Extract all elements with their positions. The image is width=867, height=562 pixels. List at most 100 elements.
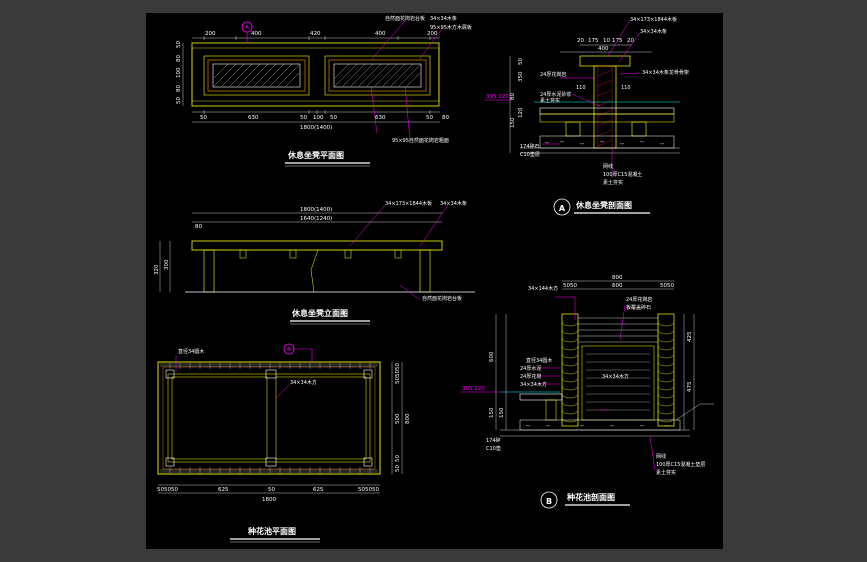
bench-elevation-view: 1800(1400) 1640(1240) 80 320 300 34×173×…: [154, 200, 475, 325]
bench-plan-left-5: 50: [176, 97, 182, 104]
planter-section-right-1: 425: [687, 331, 693, 342]
planter-section-title: 种花池剖面图: [566, 492, 615, 502]
bench-section-title: 休息坐凳剖面图: [575, 200, 632, 210]
bench-section-note-3: 24厚花岗岩: [540, 71, 566, 78]
planter-section-left-3: 150: [499, 407, 505, 418]
bench-plan-bottom-2: 630: [248, 115, 259, 121]
bench-plan-marker-label: A: [245, 25, 249, 31]
bench-elevation-note-1: 34×173×1844木板: [385, 200, 432, 207]
bench-section-side-5: 150: [510, 117, 516, 128]
bench-section-note-11: 网线: [603, 163, 613, 170]
planter-section-note-7: 34×34木方: [520, 381, 547, 388]
bench-section-note-7: 24厚水泥砂浆: [540, 91, 571, 98]
planter-plan-bottom-7: 50: [358, 487, 365, 493]
bench-elevation-left-2: 320: [154, 264, 160, 275]
planter-section-note-11: 网线: [656, 453, 666, 460]
bench-elevation-title: 休息坐凳立面图: [291, 308, 348, 318]
bench-section-view: 20 175 10 175 20 400 50 350 80 120 150 3…: [484, 16, 689, 216]
planter-plan-right-2: 50: [395, 370, 401, 377]
planter-plan-bottom-4: 625: [218, 487, 229, 493]
bench-section-note-2: 34×34木条: [640, 28, 667, 35]
planter-plan-bottom-9: 50: [372, 487, 379, 493]
planter-section-top-4: 5050: [660, 283, 674, 289]
planter-section-note-3: 板覆盖碎石: [626, 304, 651, 311]
bench-plan-bottom-4: 100: [313, 115, 324, 121]
bench-section-top-3: 10: [603, 38, 610, 44]
planter-section-top-2: 5050: [563, 283, 577, 289]
planter-section-note-9: 174碎: [486, 437, 501, 444]
bench-section-side-3: 80: [510, 93, 516, 100]
planter-section-note-12: 100厚C15混凝土垫层: [656, 461, 705, 468]
bench-plan-note-2: 34×34木条: [430, 15, 457, 22]
planter-plan-view: B 直径34圆木 34×34木方 50 50 50 625 50 625 50 …: [157, 343, 411, 543]
bench-plan-bottom-3: 50: [300, 115, 307, 121]
planter-plan-wood-pattern: [160, 363, 378, 473]
planter-plan-right-3: 50: [395, 377, 401, 384]
bench-section-note-5: 110: [576, 85, 586, 91]
bench-section-top-4: 175: [612, 38, 623, 44]
planter-plan-right-1: 50: [395, 363, 401, 370]
bench-plan-bottom-1: 50: [200, 115, 207, 121]
bench-plan-dim-5: 200: [427, 31, 438, 37]
bench-section-level: 395.220: [486, 94, 509, 100]
planter-plan-bottom-6: 625: [313, 487, 324, 493]
bench-section-overall: 400: [598, 46, 609, 52]
bench-section-side-4: 120: [518, 107, 524, 118]
bench-plan-marker: A: [241, 21, 253, 43]
planter-plan-bottom-3: 50: [171, 487, 178, 493]
bench-section-note-6: 110: [621, 85, 631, 91]
bench-section-note-13: 素土夯实: [603, 179, 623, 186]
planter-section-note-13: 素土夯实: [656, 469, 676, 476]
bench-elevation-note-3: 自然面花岗岩台板: [422, 295, 462, 302]
bench-plan-bottom-8: 80: [442, 115, 449, 121]
planter-plan-bottom-1: 50: [157, 487, 164, 493]
bench-section-note-8: 素土夯实: [540, 97, 560, 104]
bench-plan-dim-4: 400: [375, 31, 386, 37]
planter-plan-right-5: 500: [395, 413, 401, 424]
planter-section-note-5: 24厚水泥: [520, 365, 541, 372]
planter-plan-right-6: 50: [395, 455, 401, 462]
bench-elevation-top-2: 1640(1240): [300, 216, 332, 222]
planter-section-marker-circle: [540, 491, 558, 509]
planter-section-note-4: 直径34圆木: [526, 357, 552, 364]
bench-plan-bottom-6: 630: [375, 115, 386, 121]
bench-plan-left-4: 80: [176, 85, 182, 92]
planter-section-note-8: 34×34木方: [602, 373, 629, 380]
bench-section-marker: A: [559, 204, 566, 213]
bench-section-top-2: 175: [588, 38, 599, 44]
planter-plan-bottom-8: 50: [365, 487, 372, 493]
planter-section-log-stack: [561, 321, 675, 423]
bench-plan-dim-3: 420: [310, 31, 321, 37]
bench-plan-dim-2: 400: [251, 31, 262, 37]
bench-section-note-10: C10垫层: [520, 151, 540, 158]
planter-section-left-1: 600: [489, 351, 495, 362]
planter-plan-bottom-2: 50: [164, 487, 171, 493]
planter-section-note-10: C10垫: [486, 445, 501, 452]
planter-section-top-3: 600: [612, 283, 623, 289]
bench-section-marker-circle: [553, 198, 571, 216]
planter-plan-title: 种花池平面图: [247, 526, 296, 536]
planter-section-view: 800 5050 600 5050 600 150 150 425 475 39…: [460, 275, 714, 509]
bench-plan-view: A 200 400 420 400 200 50 80 100 80 50 50…: [176, 15, 472, 167]
bench-plan-hatch: [213, 63, 421, 87]
bench-plan-left-2: 80: [176, 55, 182, 62]
bench-section-top-1: 20: [577, 38, 584, 44]
planter-plan-right-4: 800: [405, 413, 411, 424]
bench-section-note-4: 34×34木条龙骨骨架: [642, 69, 689, 76]
bench-section-note-1: 34×173×1844木板: [630, 16, 677, 23]
bench-plan-left-1: 50: [176, 41, 182, 48]
planter-plan-note-1: 直径34圆木: [178, 348, 204, 355]
planter-plan-overall: 1800: [262, 497, 276, 503]
planter-section-left-2: 150: [489, 407, 495, 418]
bench-plan-dim-1: 200: [205, 31, 216, 37]
bench-plan-note-4: 95×95自然面花岗岩粗面: [392, 137, 449, 144]
bench-section-note-12: 100厚C15混凝土: [603, 171, 642, 178]
bench-elevation-note-2: 34×34木条: [440, 200, 467, 207]
bench-plan-note-3: 95×95木方木屑板: [430, 24, 472, 31]
bench-section-top-5: 20: [627, 38, 634, 44]
planter-plan-note-2: 34×34木方: [290, 379, 317, 386]
bench-plan-bottom-7: 50: [426, 115, 433, 121]
bench-elevation-left-1: 80: [195, 224, 202, 230]
